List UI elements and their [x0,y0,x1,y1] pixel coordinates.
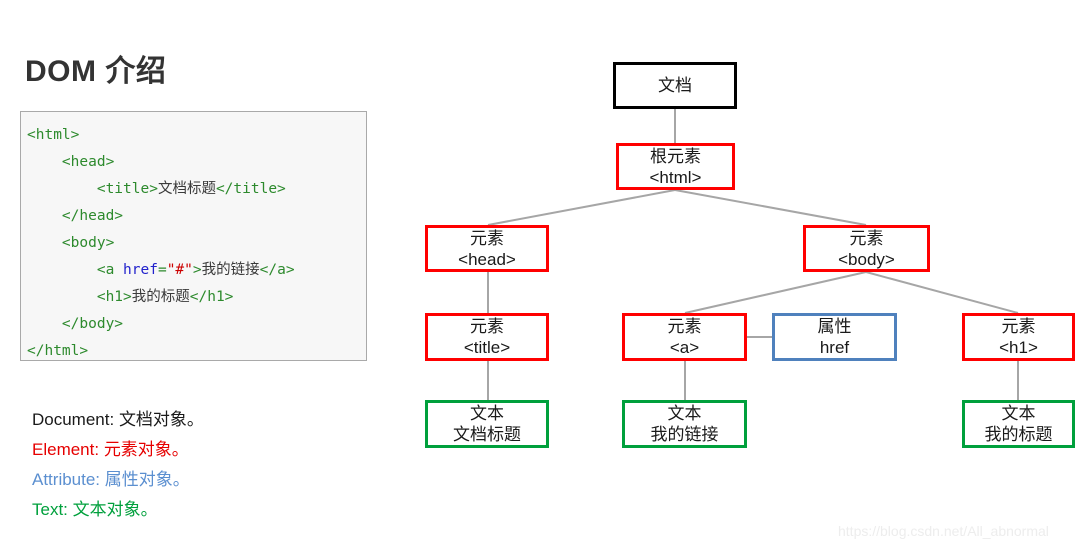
tree-node-html-line2: <html> [649,167,702,187]
code-line: </body> [27,311,366,338]
tree-node-h1[interactable]: 元素 <h1> [962,313,1075,361]
tree-node-a-line2: <a> [669,338,700,357]
tree-node-text-a[interactable]: 文本 我的链接 [622,400,747,448]
code-token-tag: <body> [61,235,115,251]
tree-node-a-line1: 元素 [667,317,702,336]
tree-node-title-line1: 元素 [470,317,504,336]
code-token-txt: 文档标题 [157,181,216,197]
tree-node-body[interactable]: 元素 <body> [803,225,930,272]
code-line: <h1>我的标题</h1> [27,284,366,311]
tree-node-document[interactable]: 文档 [613,62,737,109]
connector-body-a [684,271,867,314]
tree-node-title-line2: <title> [463,338,511,357]
legend-item-element: Element: 元素对象。 [32,435,204,465]
tree-node-title[interactable]: 元素 <title> [425,313,549,361]
legend-term: Document: [32,410,119,429]
code-token-tag: </html> [27,343,89,359]
tree-node-href-line2: href [819,338,850,357]
code-line: <a href="#">我的链接</a> [27,257,366,284]
legend-item-text: Text: 文本对象。 [32,495,204,525]
legend-desc: 元素对象。 [103,440,189,459]
code-line: <html> [27,122,366,149]
legend-item-document: Document: 文档对象。 [32,405,204,435]
tree-node-body-line1: 元素 [849,228,884,248]
legend-desc: 文本对象。 [72,500,158,519]
code-token-tag: <h1> [96,289,132,305]
code-token-tag: <title> [96,181,158,197]
code-token-tag: <head> [61,154,115,170]
code-token-tag: </h1> [189,289,234,305]
code-token-tag: </title> [215,181,286,197]
code-line: </head> [27,203,366,230]
connector-body-h1 [865,271,1019,314]
tree-node-head[interactable]: 元素 <head> [425,225,549,272]
tree-node-text-h1-line1: 文本 [1001,404,1036,423]
tree-node-head-line2: <head> [458,249,516,269]
code-line: </html> [27,338,366,360]
tree-node-href-line1: 属性 [817,317,852,336]
legend-item-attribute: Attribute: 属性对象。 [32,465,204,495]
tree-node-document-line1: 文档 [658,76,692,95]
legend-term: Attribute: [32,470,105,489]
tree-node-h1-line2: <h1> [999,338,1038,357]
connector-html-head [487,189,676,226]
tree-node-a[interactable]: 元素 <a> [622,313,747,361]
tree-node-text-h1-line2: 我的标题 [984,425,1053,444]
code-token-tag: </body> [61,316,124,332]
tree-node-h1-line1: 元素 [1001,317,1036,336]
code-token-tag: </a> [259,262,295,278]
legend: Document: 文档对象。Element: 元素对象。Attribute: … [32,405,204,525]
tree-node-text-title-line1: 文本 [470,404,504,423]
code-token-attr: href [123,262,158,278]
tree-node-html[interactable]: 根元素 <html> [616,143,735,190]
legend-desc: 属性对象。 [104,470,190,489]
tree-node-text-title[interactable]: 文本 文档标题 [425,400,549,448]
tree-node-href[interactable]: 属性 href [772,313,897,361]
code-sample-block: <html> <head> <title>文档标题</title> </head… [20,111,367,361]
tree-node-html-line1: 根元素 [650,146,701,166]
code-token-tag: > [192,262,202,278]
tree-node-text-h1[interactable]: 文本 我的标题 [962,400,1075,448]
code-line: <head> [27,149,366,176]
watermark: https://blog.csdn.net/All_abnormal [838,523,1049,539]
code-line: <body> [27,230,366,257]
legend-term: Element: [32,440,104,459]
tree-node-text-title-line2: 文档标题 [453,425,521,444]
code-token-txt: 我的标题 [131,289,190,305]
connector-html-body [674,189,867,226]
legend-term: Text: [32,500,73,519]
code-token-tag: <a [96,262,124,278]
code-token-str: "#" [166,262,193,278]
code-token-tag: <html> [27,127,80,143]
code-token-txt: 我的链接 [201,262,260,278]
tree-node-text-a-line2: 我的链接 [650,425,719,444]
code-line: <title>文档标题</title> [27,176,366,203]
tree-node-body-line2: <body> [838,249,895,269]
tree-node-head-line1: 元素 [470,228,504,248]
legend-desc: 文档对象。 [118,410,204,429]
page-title: DOM 介绍 [25,55,167,88]
tree-node-text-a-line1: 文本 [667,404,702,423]
code-token-tag: </head> [61,208,124,224]
code-token-eq: = [157,262,167,278]
